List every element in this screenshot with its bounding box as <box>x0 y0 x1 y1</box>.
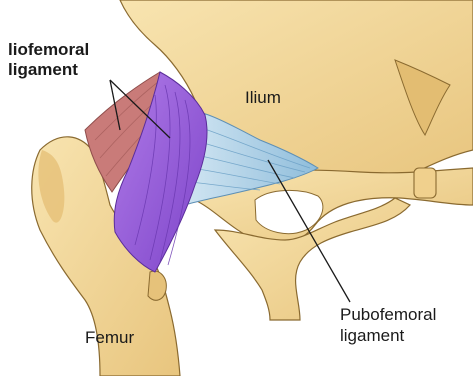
ilium-label: Ilium <box>245 88 281 108</box>
iliofemoral-label-line2: ligament <box>8 60 78 80</box>
pubofemoral-label-line1: Pubofemoral <box>340 305 436 325</box>
femur-label: Femur <box>85 328 134 348</box>
lesser-trochanter <box>148 271 166 300</box>
iliofemoral-label-line1: liofemoral <box>8 40 89 60</box>
pubic-symphysis <box>414 168 436 198</box>
pubofemoral-label-line2: ligament <box>340 326 404 346</box>
